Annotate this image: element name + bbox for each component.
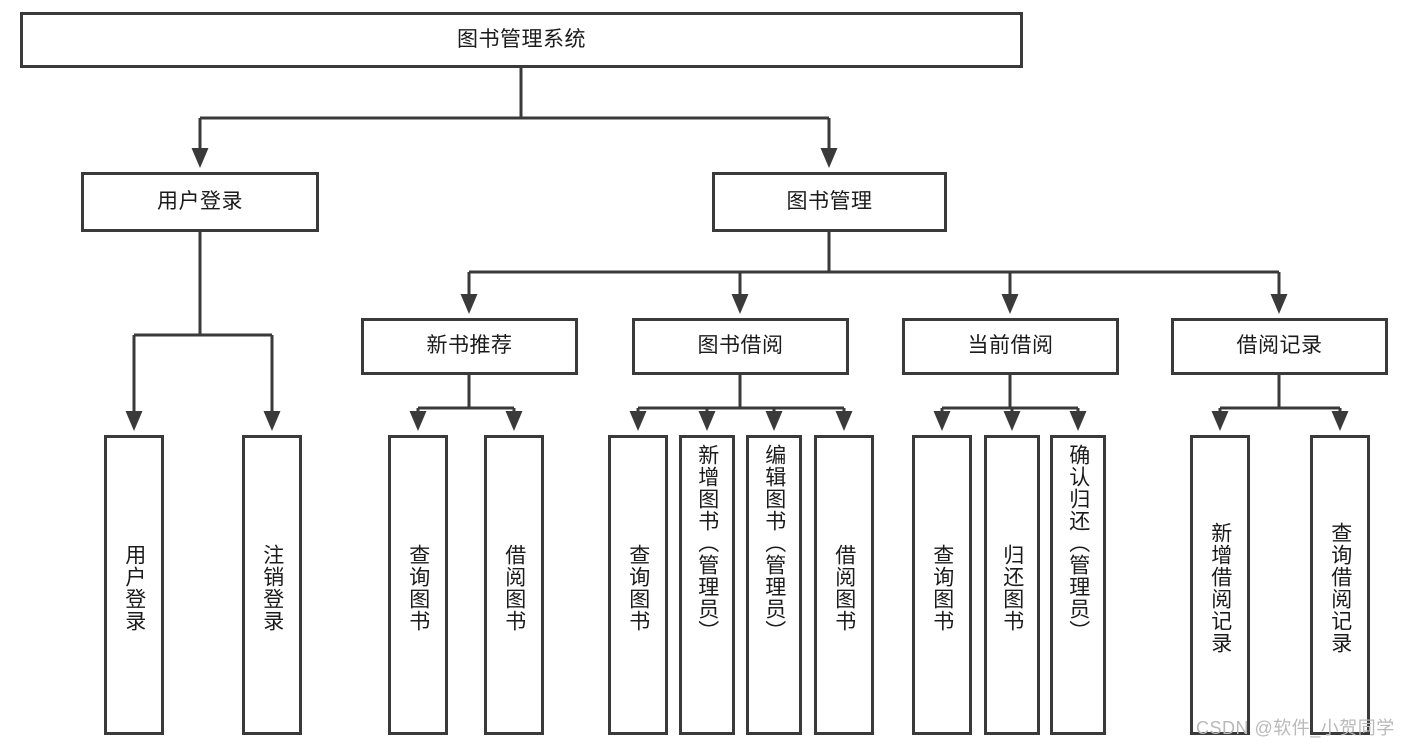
arrow-head-7 — [1270, 294, 1288, 314]
node-borrow[interactable]: 图书借阅 — [632, 318, 849, 375]
node-label: 新增借阅记录 — [1208, 522, 1232, 654]
node-leaf10[interactable]: 归还图书 — [984, 435, 1040, 735]
arrow-head-8 — [409, 411, 427, 431]
arrow-head-11 — [698, 411, 716, 431]
arrow-head-12 — [765, 411, 783, 431]
node-leaf3[interactable]: 查询图书 — [388, 435, 448, 735]
node-label: 新增图书（管理员） — [695, 444, 719, 642]
node-label: 注销登录 — [260, 544, 284, 632]
node-label: 编辑图书（管理员） — [762, 444, 786, 642]
node-current[interactable]: 当前借阅 — [902, 318, 1119, 375]
arrow-head-10 — [629, 411, 647, 431]
node-root[interactable]: 图书管理系统 — [20, 12, 1023, 68]
node-leaf13[interactable]: 查询借阅记录 — [1310, 435, 1370, 735]
node-label: 图书借阅 — [697, 334, 784, 358]
arrow-head-3 — [263, 411, 281, 431]
node-leaf11[interactable]: 确认归还（管理员） — [1050, 435, 1106, 735]
node-label: 图书管理系统 — [457, 27, 586, 51]
node-label: 查询借阅记录 — [1328, 522, 1352, 654]
arrow-head-15 — [1003, 411, 1021, 431]
node-label: 确认归还（管理员） — [1066, 444, 1090, 642]
node-label: 用户登录 — [157, 189, 243, 213]
arrow-head-13 — [835, 411, 853, 431]
arrow-head-6 — [1001, 294, 1019, 314]
node-label: 查询图书 — [406, 544, 430, 632]
arrow-head-4 — [460, 294, 478, 314]
node-label: 新书推荐 — [426, 334, 513, 358]
arrow-head-1 — [820, 148, 838, 168]
node-leaf5[interactable]: 查询图书 — [608, 435, 668, 735]
arrow-head-14 — [933, 411, 951, 431]
node-record[interactable]: 借阅记录 — [1171, 318, 1388, 375]
arrow-head-16 — [1069, 411, 1087, 431]
node-label: 当前借阅 — [967, 334, 1054, 358]
node-label: 查询图书 — [930, 544, 954, 632]
node-leaf6[interactable]: 新增图书（管理员） — [679, 435, 735, 735]
node-leaf12[interactable]: 新增借阅记录 — [1190, 435, 1250, 735]
node-leaf8[interactable]: 借阅图书 — [814, 435, 874, 735]
node-leaf7[interactable]: 编辑图书（管理员） — [746, 435, 802, 735]
node-label: 借阅记录 — [1236, 334, 1323, 358]
arrow-head-9 — [505, 411, 523, 431]
node-label: 查询图书 — [626, 544, 650, 632]
node-label: 借阅图书 — [502, 544, 526, 632]
node-leaf1[interactable]: 用户登录 — [104, 435, 164, 735]
arrow-head-18 — [1331, 411, 1349, 431]
node-label: 借阅图书 — [832, 544, 856, 632]
node-login[interactable]: 用户登录 — [81, 172, 319, 232]
node-label: 归还图书 — [1000, 544, 1024, 632]
node-label: 图书管理 — [786, 189, 873, 213]
arrow-head-2 — [125, 411, 143, 431]
arrow-head-5 — [731, 294, 749, 314]
node-leaf9[interactable]: 查询图书 — [912, 435, 972, 735]
node-newbook[interactable]: 新书推荐 — [361, 318, 578, 375]
node-leaf4[interactable]: 借阅图书 — [484, 435, 544, 735]
node-bookmgmt[interactable]: 图书管理 — [712, 172, 947, 232]
arrow-head-0 — [191, 148, 209, 168]
arrow-head-17 — [1211, 411, 1229, 431]
node-leaf2[interactable]: 注销登录 — [242, 435, 302, 735]
node-label: 用户登录 — [122, 544, 146, 632]
